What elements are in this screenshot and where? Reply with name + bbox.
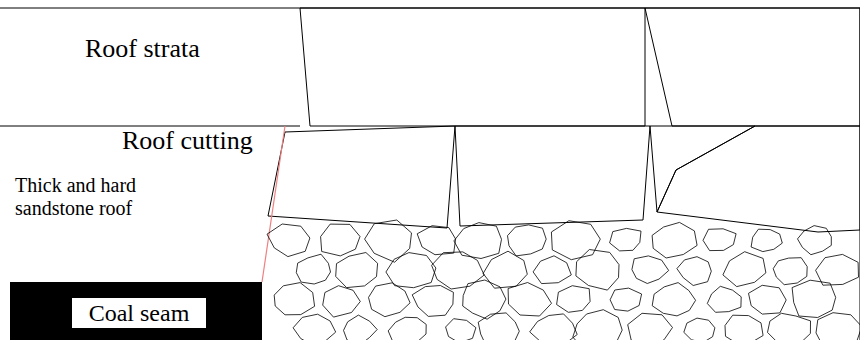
gangue-block: [478, 313, 519, 340]
gangue-block: [610, 228, 641, 251]
gangue-block: [576, 250, 619, 291]
gangue-block: [792, 280, 836, 317]
gangue-block: [274, 283, 314, 315]
gangue-block: [557, 286, 591, 313]
gangue-block: [365, 220, 412, 262]
gangue-block: [388, 317, 426, 340]
gangue-block: [725, 315, 763, 340]
gangue-block: [296, 254, 330, 284]
layer-label: Thick and hard sandstone roof: [15, 174, 215, 220]
gangue-block: [336, 253, 378, 288]
gangue-block: [652, 222, 697, 258]
gangue-block: [751, 229, 782, 251]
gangue-block: [677, 257, 711, 286]
caved-gangue: [267, 220, 860, 340]
gangue-block: [768, 313, 811, 340]
gangue-block: [454, 223, 502, 259]
gangue-block: [652, 283, 695, 316]
gangue-block: [684, 318, 715, 340]
layer-label: Roof cutting: [122, 126, 253, 156]
gangue-block: [386, 253, 436, 288]
gangue-block: [267, 224, 310, 257]
gangue-block: [508, 225, 547, 256]
gangue-block: [432, 252, 485, 289]
gangue-block: [323, 286, 361, 317]
layer-label: Roof strata: [85, 34, 200, 64]
gangue-block: [412, 286, 453, 317]
gangue-block: [798, 226, 832, 255]
gangue-block: [610, 288, 642, 311]
gangue-block: [551, 221, 600, 260]
node-text: Coal seam: [89, 300, 190, 327]
coal-seam-box: Coal seam: [71, 297, 207, 329]
gangue-block: [573, 310, 622, 340]
roof-cutting-line: [262, 126, 285, 282]
gangue-block: [344, 315, 378, 340]
gangue-block: [707, 286, 741, 312]
coal-seam: [10, 282, 262, 340]
gangue-block: [723, 252, 766, 287]
gangue-block: [417, 226, 455, 255]
gangue-block: [703, 229, 736, 251]
gangue-block: [530, 314, 578, 340]
gangue-block: [628, 313, 673, 340]
gangue-block: [508, 283, 551, 317]
gangue-block: [816, 313, 860, 340]
gangue-block: [749, 285, 787, 314]
gangue-block: [293, 314, 336, 340]
gangue-block: [816, 254, 859, 285]
gangue-block: [446, 319, 476, 340]
gangue-block: [632, 256, 669, 284]
gangue-block: [773, 258, 807, 285]
gangue-block: [321, 224, 360, 256]
gangue-block: [369, 283, 411, 317]
gangue-block: [533, 256, 571, 284]
